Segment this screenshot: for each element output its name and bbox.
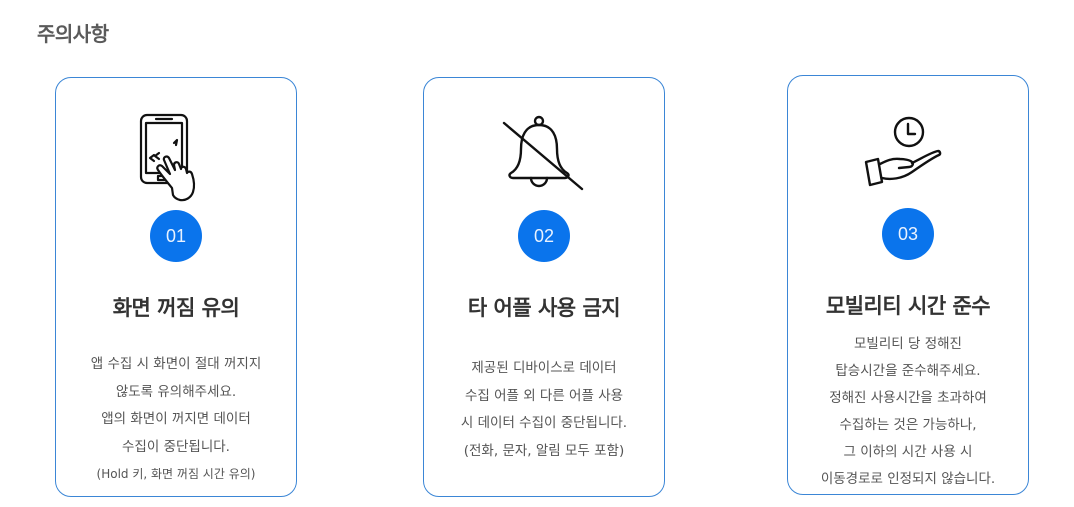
description-line: 앱의 화면이 꺼지면 데이터 <box>101 411 251 427</box>
card-title: 타 어플 사용 금지 <box>467 296 621 320</box>
description-line: 수집하는 것은 가능하나, <box>839 417 977 433</box>
description-line: 수집 어플 외 다른 어플 사용 <box>464 387 624 404</box>
card-title: 화면 꺼짐 유의 <box>112 296 240 320</box>
card-title: 모빌리티 시간 준수 <box>825 294 991 318</box>
precaution-card-no-other-apps: 02 타 어플 사용 금지 제공된 디바이스로 데이터 수집 어플 외 다른 어… <box>423 77 665 497</box>
step-number-badge: 01 <box>150 210 202 262</box>
description-line: 그 이하의 시간 사용 시 <box>843 444 973 460</box>
step-number-badge: 03 <box>882 208 934 260</box>
description-line: 시 데이터 수집이 중단됩니다. <box>460 415 628 431</box>
precaution-card-mobility-time: 03 모빌리티 시간 준수 모빌리티 당 정해진 탑승시간을 준수해주세요. 정… <box>787 75 1029 495</box>
step-number-badge: 02 <box>518 210 570 262</box>
description-line: (전화, 문자, 알림 모두 포함) <box>463 442 625 459</box>
description-line: 수집이 중단됩니다. <box>122 438 230 455</box>
description-line: 이동경로로 인정되지 않습니다. <box>820 471 996 487</box>
description-line: 탑승시간을 준수해주세요. <box>835 363 981 379</box>
hand-clock-icon <box>788 104 1028 204</box>
precaution-card-screen-off: 01 화면 꺼짐 유의 앱 수집 시 화면이 절대 꺼지지 않도록 유의해주세요… <box>55 77 297 497</box>
description-line: 모빌리티 당 정해진 <box>854 336 962 352</box>
description-line: 앱 수집 시 화면이 절대 꺼지지 <box>90 356 262 372</box>
description-line: 정해진 사용시간을 초과하여 <box>829 390 987 406</box>
bell-off-icon <box>424 106 664 206</box>
description-line: 않도록 유의해주세요. <box>115 383 237 400</box>
description-note: (Hold 키, 화면 꺼짐 시간 유의) <box>96 467 256 481</box>
card-description: 모빌리티 당 정해진 탑승시간을 준수해주세요. 정해진 사용시간을 초과하여 … <box>788 331 1028 493</box>
card-description: 앱 수집 시 화면이 절대 꺼지지 않도록 유의해주세요. 앱의 화면이 꺼지면… <box>56 351 296 489</box>
section-title: 주의사항 <box>37 22 109 46</box>
description-line: 제공된 디바이스로 데이터 <box>471 360 617 376</box>
phone-touch-icon <box>56 106 296 206</box>
card-description: 제공된 디바이스로 데이터 수집 어플 외 다른 어플 사용 시 데이터 수집이… <box>424 355 664 465</box>
